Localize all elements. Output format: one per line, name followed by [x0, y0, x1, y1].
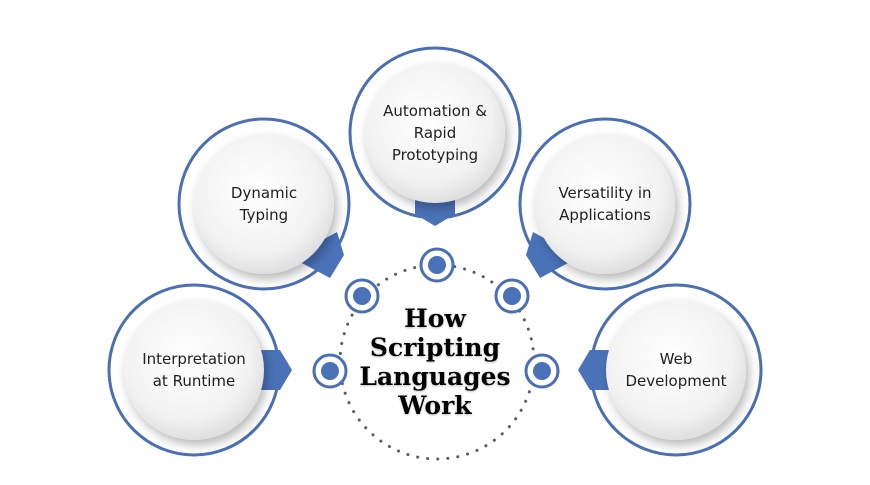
node-automation-rapid-prototyping — [348, 46, 522, 226]
node-label-automation-rapid-prototyping: Automation & Rapid Prototyping — [383, 102, 487, 164]
node-outer-ring — [518, 117, 692, 291]
node-inner-circle — [124, 300, 264, 440]
node-connector-arrow — [578, 350, 616, 390]
target-dot — [344, 278, 380, 314]
node-label-dynamic-typing: Dynamic Typing — [230, 184, 298, 224]
node-web-development — [578, 283, 763, 457]
ring-target-dots — [312, 247, 560, 389]
node-interpretation-at-runtime — [107, 283, 292, 457]
node-connector-arrow — [300, 232, 344, 278]
node-dynamic-typing — [177, 117, 351, 291]
node-inner-circle — [194, 134, 334, 274]
node-versatility-in-applications — [518, 117, 692, 291]
center-title: How Scripting Languages Work — [359, 304, 511, 420]
node-inner-circle — [535, 134, 675, 274]
node-inner-circle — [606, 300, 746, 440]
node-connector-arrow — [526, 232, 570, 278]
target-dot — [419, 247, 455, 283]
node-label-versatility-in-applications: Versatility in Applications — [558, 184, 652, 224]
node-outer-ring — [177, 117, 351, 291]
node-connector-arrow — [254, 350, 292, 390]
node-label-web-development: Web Development — [625, 350, 727, 390]
target-dot — [312, 353, 348, 389]
node-label-interpretation-at-runtime: Interpretation at Runtime — [142, 350, 246, 390]
target-dot — [524, 353, 560, 389]
node-inner-circle — [365, 63, 505, 203]
target-dot — [494, 278, 530, 314]
